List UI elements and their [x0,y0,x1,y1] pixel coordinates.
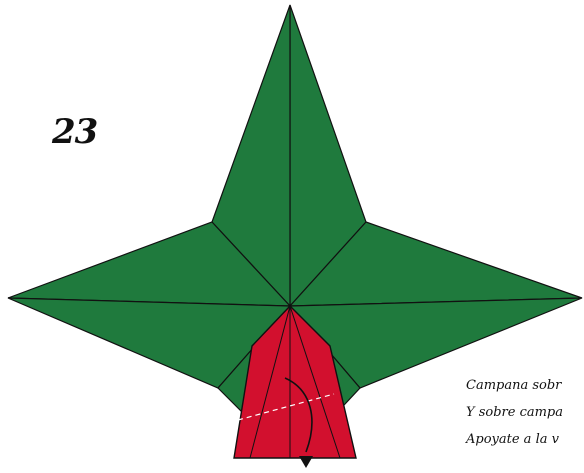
verse-line-2: Y sobre campa [466,399,563,426]
verse-line-3: Apoyate a la v [466,426,563,453]
verse-line-1: Campana sobr [466,372,563,399]
step-number: 23 [52,112,97,152]
verse-text: Campana sobr Y sobre campa Apoyate a la … [466,372,563,453]
fold-arrowhead-icon [299,456,313,468]
